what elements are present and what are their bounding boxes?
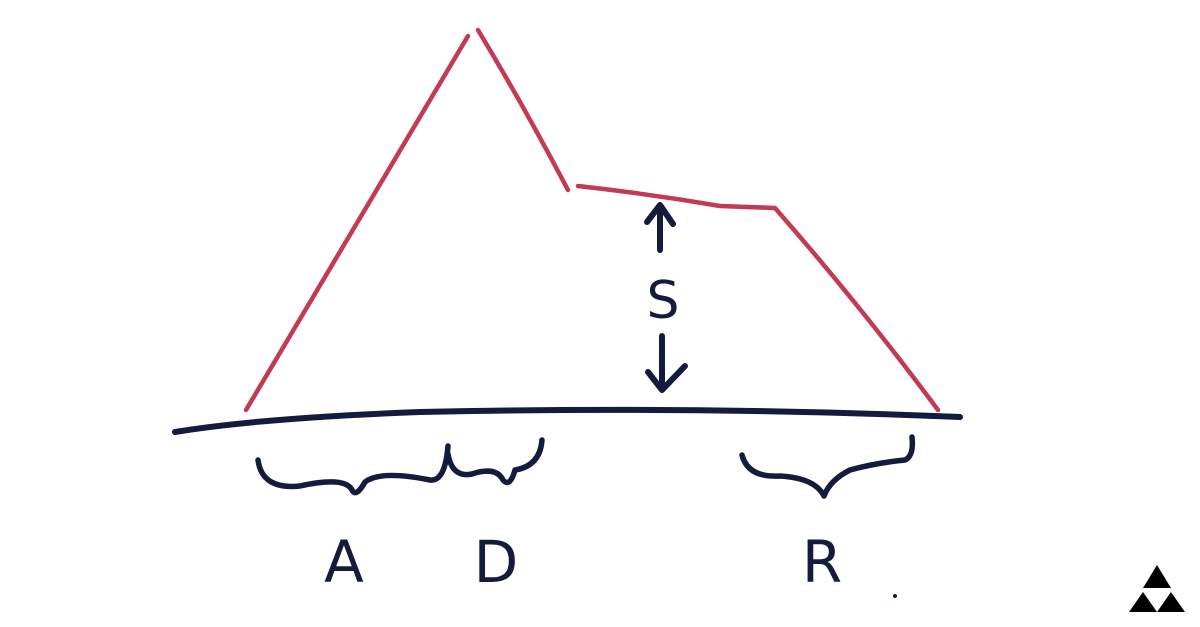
triforce-icon: [1129, 565, 1185, 612]
stray-dot: [893, 594, 897, 598]
attack-label: A: [324, 528, 364, 596]
envelope-curve: [243, 27, 941, 413]
attack-brace: [255, 443, 451, 496]
sustain-arrow-up: [644, 202, 676, 253]
time-axis-line: [172, 406, 963, 435]
sustain-label: S: [646, 271, 679, 331]
release-label: R: [802, 528, 842, 596]
sustain-arrow-down: [645, 333, 688, 393]
release-brace: [739, 434, 916, 499]
decay-brace: [445, 437, 545, 486]
decay-label: D: [474, 528, 519, 596]
